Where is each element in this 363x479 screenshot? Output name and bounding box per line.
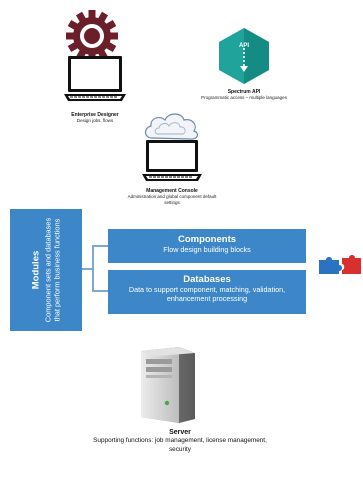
databases-title: Databases [183,274,231,285]
api-badge: API [238,43,249,49]
enterprise-designer-subtitle: Design jobs, flows [76,118,114,123]
management-console-subtitle: Administration and global component defa… [127,194,217,205]
components-title: Components [177,234,237,245]
components-description: Flow design building blocks [163,245,251,254]
gear-icon [66,10,118,62]
spectrum-api-subtitle: Programmatic access – multiple languages [201,95,287,100]
bracket-line [92,245,108,247]
server-tower-icon [141,347,195,423]
enterprise-designer-title: Enterprise Designer [71,112,119,118]
spectrum-api-title: Spectrum API [227,89,261,95]
modules-panel: Modules Component sets and databases tha… [10,209,82,331]
laptop-icon [64,56,126,101]
api-hexagon-icon [219,28,269,84]
bracket-line [92,290,108,292]
components-box: Components Flow design building blocks [108,229,306,263]
databases-description: Data to support component, matching, val… [128,285,286,303]
puzzle-icon [319,255,361,274]
server-title: Server [169,429,191,436]
databases-box: Databases Data to support component, mat… [108,270,306,314]
modules-connector [82,268,92,270]
modules-title: Modules [30,250,42,290]
bracket-line [92,245,94,291]
laptop-icon [142,140,202,181]
server-description: Supporting functions: job management, li… [93,437,267,453]
cloud-icon [144,113,199,140]
management-console-title: Management Console [146,188,198,194]
modules-description: Component sets and databases that perfor… [43,217,62,323]
